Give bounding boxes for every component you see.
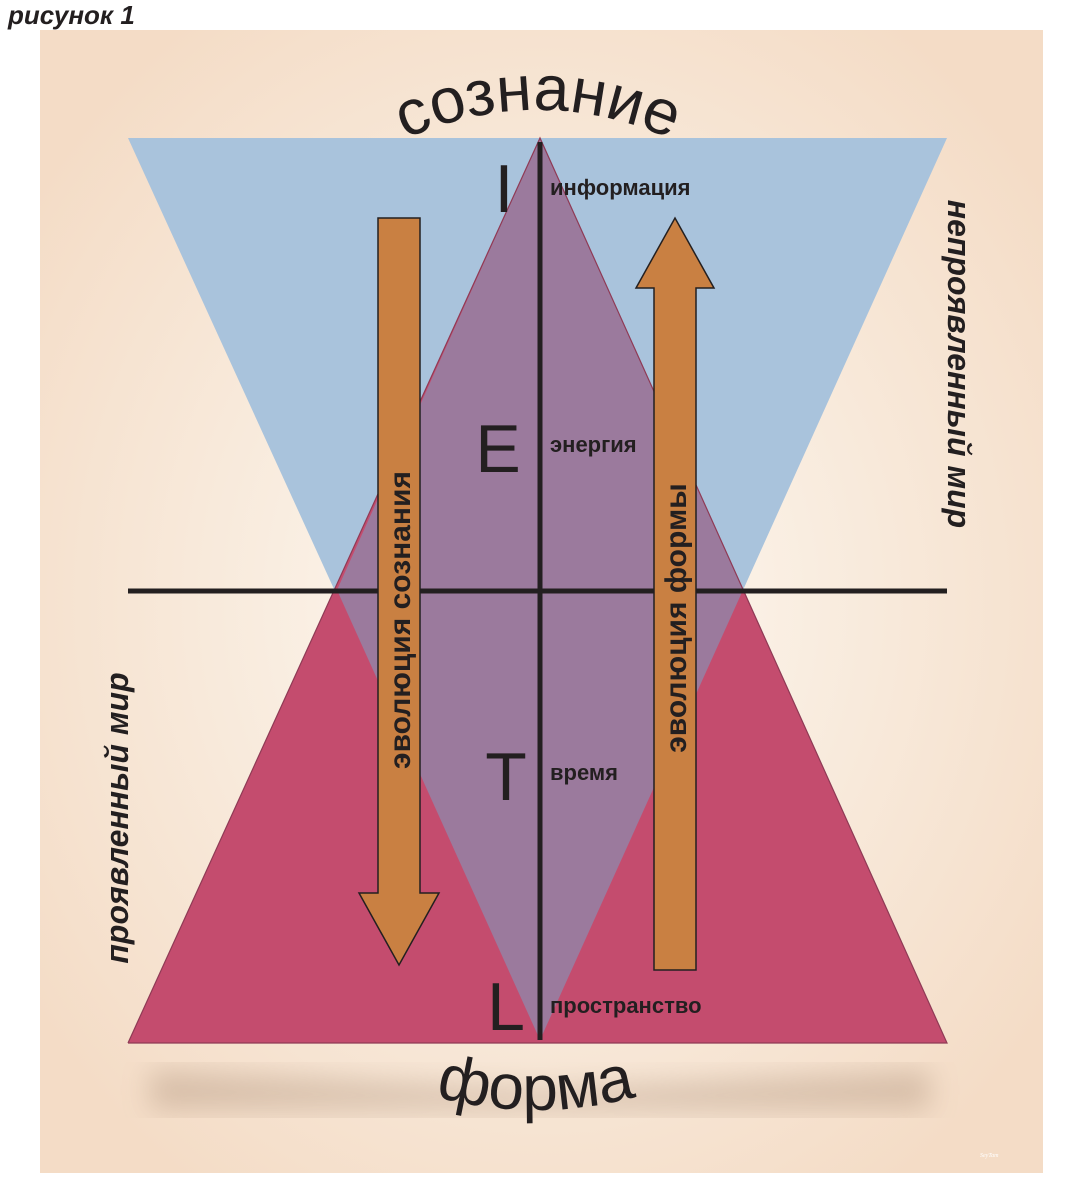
arrow-down-label: эволюция сознания	[384, 471, 417, 769]
letter-space: L	[487, 969, 525, 1045]
arrow-up-form	[634, 216, 716, 971]
watermark: SeyTam	[980, 1153, 999, 1159]
figure-caption: рисунок 1	[8, 0, 135, 30]
letter-time: T	[485, 739, 527, 815]
label-manifested-world: проявленный мир	[99, 672, 135, 963]
label-information: информация	[550, 175, 690, 200]
label-time: время	[550, 760, 618, 785]
title-form: форма	[433, 1040, 640, 1124]
letter-information: I	[495, 151, 514, 227]
arrow-up-label: эволюция формы	[660, 483, 693, 753]
label-energy: энергия	[550, 432, 637, 457]
label-space: пространство	[550, 993, 702, 1018]
label-unmanifested-world: непроявленный мир	[941, 200, 977, 528]
letter-energy: E	[475, 411, 520, 487]
arrow-down-consciousness	[357, 217, 441, 967]
lower-triangle-shadow	[150, 1070, 930, 1110]
